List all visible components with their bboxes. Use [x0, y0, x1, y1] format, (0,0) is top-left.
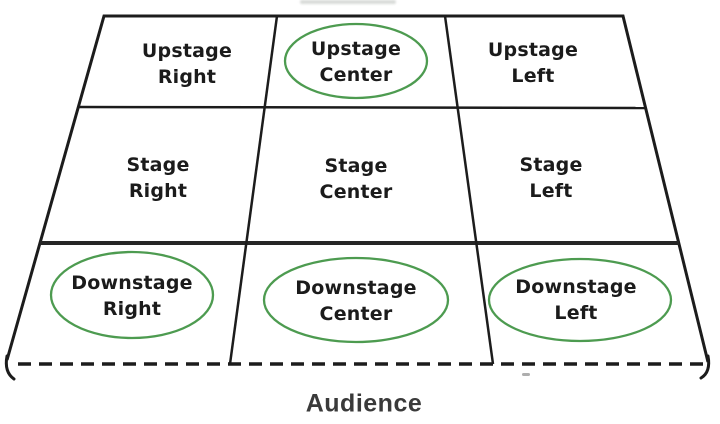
cell-downstage-center-line1: Downstage — [295, 277, 417, 299]
stage-outline — [5, 14, 710, 363]
downstage-right-circle — [49, 250, 215, 340]
cell-stage-center-line1: Stage — [324, 155, 388, 177]
cell-stage-right-line1: Stage — [126, 154, 190, 176]
audience-label: Audience — [305, 389, 423, 418]
cell-stage-left: Stage Left — [519, 152, 582, 204]
cell-stage-center-line2: Center — [319, 181, 393, 203]
speck-artifact — [522, 373, 530, 376]
cell-upstage-center: Upstage Center — [311, 36, 401, 88]
cell-downstage-right: Downstage Right — [71, 270, 192, 322]
right-corner-tail — [699, 354, 711, 380]
downstage-left-circle — [487, 257, 673, 343]
cell-stage-left-line2: Left — [529, 180, 573, 202]
cell-upstage-right: Upstage Right — [142, 38, 232, 90]
row-border-upstage-stage — [77, 105, 647, 110]
cell-stage-center: Stage Center — [320, 153, 393, 205]
top-crop-artifact — [300, 0, 396, 4]
cell-upstage-left-line1: Upstage — [487, 39, 579, 61]
cell-downstage-right-line1: Downstage — [71, 272, 193, 294]
cell-stage-right-line2: Right — [128, 180, 188, 202]
cell-downstage-center: Downstage Center — [295, 275, 416, 327]
cell-stage-right: Stage Right — [126, 152, 189, 204]
downstage-center-circle — [262, 256, 450, 344]
cell-downstage-left-line1: Downstage — [515, 276, 637, 298]
left-corner-tail — [4, 354, 16, 381]
cell-upstage-left-line2: Left — [511, 65, 555, 87]
cell-downstage-right-line2: Right — [102, 298, 162, 320]
cell-downstage-center-line2: Center — [319, 303, 393, 325]
column-divider-right-center — [228, 15, 279, 365]
column-divider-center-left — [443, 15, 495, 365]
cell-upstage-right-line1: Upstage — [141, 40, 233, 62]
cell-upstage-right-line2: Right — [157, 66, 217, 88]
cell-stage-left-line1: Stage — [519, 154, 583, 176]
cell-upstage-left: Upstage Left — [488, 37, 578, 89]
cell-downstage-left: Downstage Left — [515, 274, 636, 326]
cell-upstage-center-line1: Upstage — [310, 38, 402, 60]
cell-downstage-left-line2: Left — [554, 302, 598, 324]
cell-upstage-center-line2: Center — [319, 64, 393, 86]
upstage-center-circle — [283, 22, 429, 100]
